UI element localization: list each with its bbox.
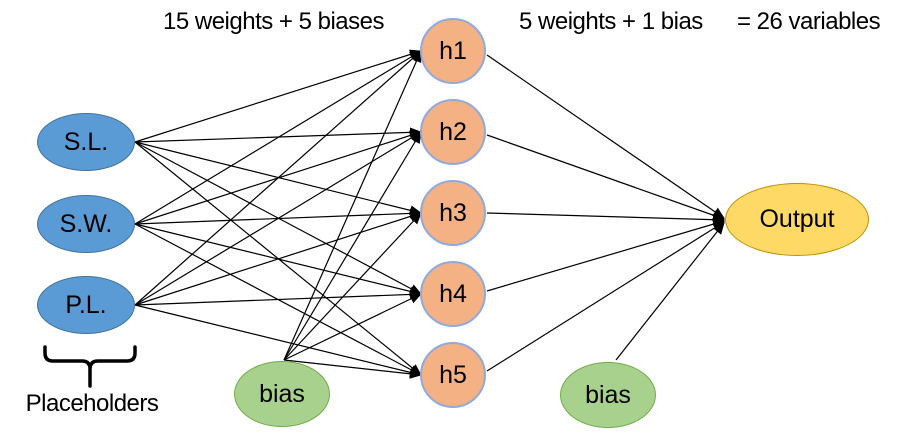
output-node: Output xyxy=(725,183,869,256)
edge-bias1-h5 xyxy=(283,359,422,379)
hidden-node-h2-label: h2 xyxy=(439,117,467,146)
edge-h4-output xyxy=(486,219,725,292)
output-node-label: Output xyxy=(759,205,835,233)
edge-sw-h1 xyxy=(134,50,422,225)
edge-bias1-h3 xyxy=(283,212,422,361)
edge-pl-h5 xyxy=(134,304,422,378)
edge-bias1-h1 xyxy=(283,50,422,361)
hidden-node-h3: h3 xyxy=(420,180,486,246)
edge-pl-h4 xyxy=(134,289,422,306)
input-node-pl: P.L. xyxy=(37,276,135,334)
input-group-brace xyxy=(43,345,137,388)
edge-bias1-h4 xyxy=(283,293,422,361)
edge-pl-h3 xyxy=(134,211,422,306)
hidden-node-h4: h4 xyxy=(420,261,486,327)
input-node-pl-label: P.L. xyxy=(65,290,107,319)
input-node-sw: S.W. xyxy=(37,195,135,253)
input-node-sl-label: S.L. xyxy=(63,127,109,156)
bias-node-output-layer-label: bias xyxy=(585,380,631,409)
edge-bias2-output xyxy=(615,222,725,361)
hidden-node-h5-label: h5 xyxy=(439,360,467,389)
input-node-sl: S.L. xyxy=(37,113,135,171)
output-layer-params-label: 5 weights + 1 bias xyxy=(519,8,703,35)
edge-h1-output xyxy=(486,54,725,219)
placeholders-caption: Placeholders xyxy=(25,390,159,417)
hidden-node-h3-label: h3 xyxy=(439,198,467,227)
edge-h5-output xyxy=(486,221,725,372)
hidden-node-h1: h1 xyxy=(420,18,486,84)
hidden-node-h2: h2 xyxy=(420,99,486,165)
input-node-sw-label: S.W. xyxy=(59,209,113,238)
edge-pl-h1 xyxy=(134,50,422,306)
edge-h2-output xyxy=(486,134,725,221)
hidden-node-h5: h5 xyxy=(420,342,486,408)
edge-h3-output xyxy=(486,212,725,225)
bias-node-hidden-layer: bias xyxy=(234,361,330,427)
edge-pl-h2 xyxy=(134,131,422,306)
edge-bias1-h2 xyxy=(283,131,422,361)
bias-node-hidden-layer-label: bias xyxy=(259,379,305,408)
bias-node-output-layer: bias xyxy=(560,362,656,428)
edge-sl-h1 xyxy=(134,49,422,143)
hidden-node-h1-label: h1 xyxy=(439,36,467,65)
hidden-node-h4-label: h4 xyxy=(439,279,467,308)
hidden-layer-params-label: 15 weights + 5 biases xyxy=(163,8,384,35)
total-variables-label: = 26 variables xyxy=(737,8,881,35)
